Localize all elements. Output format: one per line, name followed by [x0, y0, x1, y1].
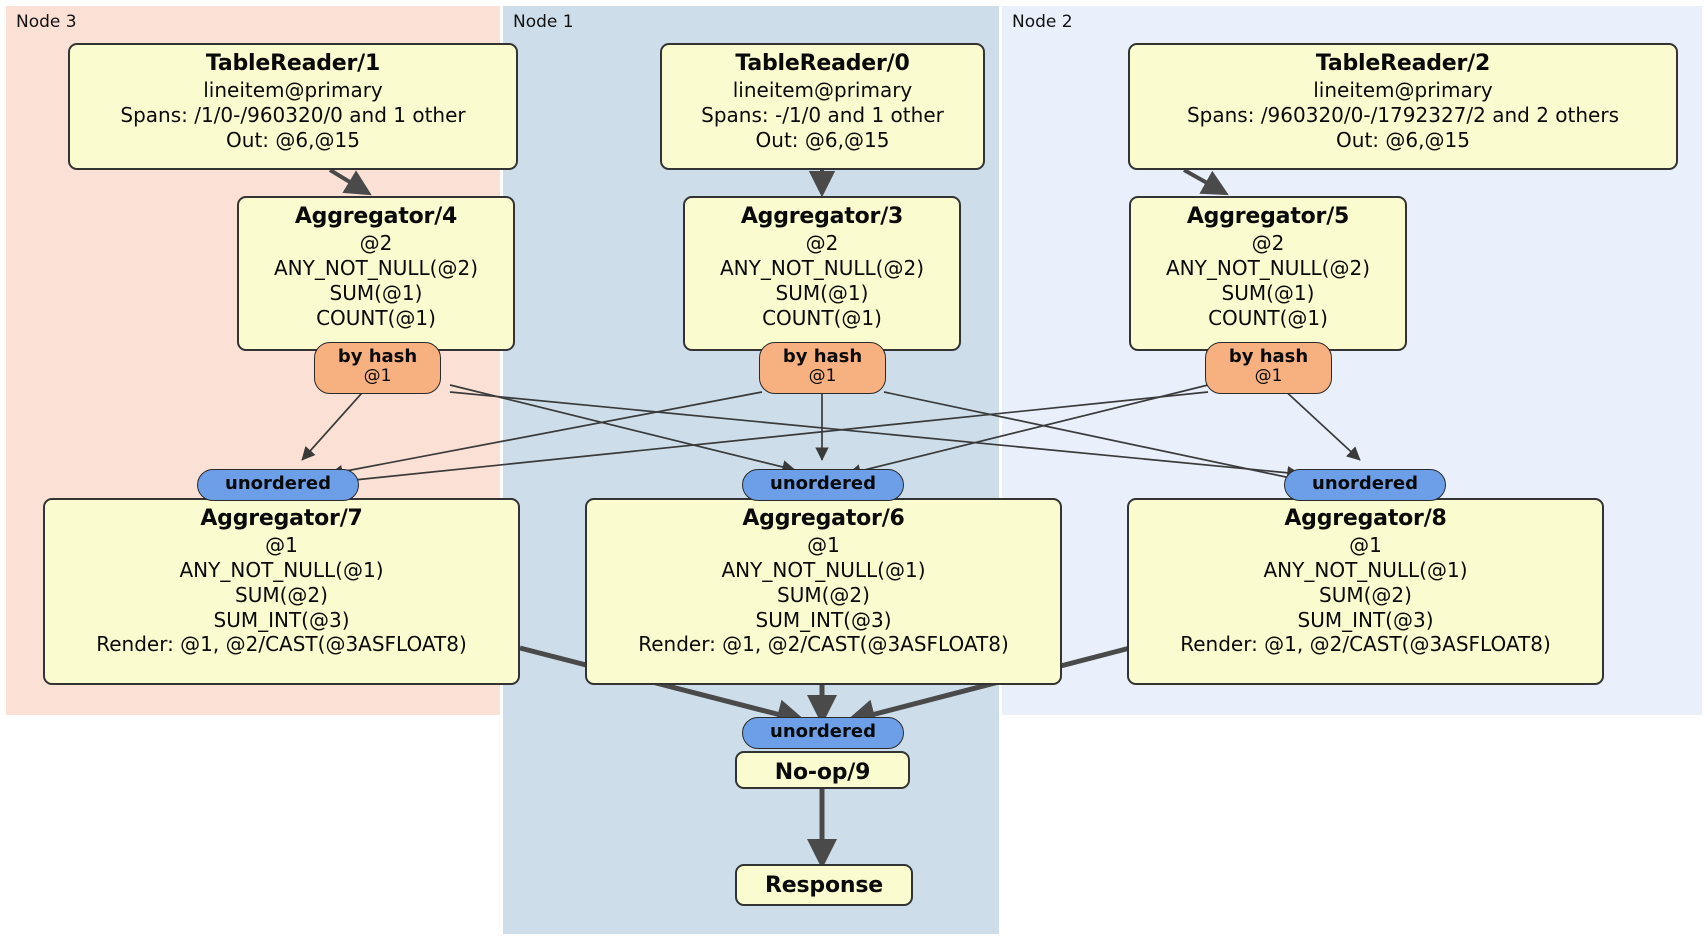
processor-tablereader-1[interactable]: TableReader/1 lineitem@primary Spans: /1… — [68, 43, 518, 170]
processor-no-op-9[interactable]: No-op/9 — [735, 751, 910, 789]
processor-aggregator-4[interactable]: Aggregator/4 @2 ANY_NOT_NULL(@2) SUM(@1)… — [237, 196, 515, 351]
processor-line: ANY_NOT_NULL(@2) — [1166, 255, 1370, 280]
processor-title: Aggregator/5 — [1186, 204, 1350, 229]
badge-title: by hash — [782, 346, 863, 367]
processor-line: @1 — [265, 533, 298, 558]
processor-line: SUM_INT(@3) — [755, 607, 892, 632]
input-sync-unordered-final[interactable]: unordered — [742, 717, 904, 749]
badge-subtitle: @1 — [1254, 365, 1283, 386]
processor-line: Out: @6,@15 — [1336, 127, 1470, 152]
panel-node-1-label: Node 1 — [513, 12, 574, 32]
processor-line: @2 — [359, 231, 393, 256]
processor-aggregator-6[interactable]: Aggregator/6 @1 ANY_NOT_NULL(@1) SUM(@2)… — [585, 498, 1062, 685]
processor-title: TableReader/1 — [205, 51, 381, 76]
processor-line: @2 — [805, 231, 839, 256]
badge-title: unordered — [225, 473, 331, 494]
processor-response[interactable]: Response — [735, 864, 913, 906]
processor-line: @1 — [1349, 533, 1382, 558]
processor-line: Render: @1, @2/CAST(@3ASFLOAT8) — [96, 632, 467, 657]
processor-line: SUM(@2) — [1319, 582, 1412, 607]
processor-line: @1 — [807, 533, 840, 558]
input-sync-unordered-left[interactable]: unordered — [197, 469, 359, 501]
output-router-by-hash-left[interactable]: by hash @1 — [314, 342, 441, 394]
badge-title: unordered — [1312, 473, 1418, 494]
processor-line: COUNT(@1) — [762, 305, 882, 330]
processor-title: Response — [765, 873, 883, 898]
processor-line: Render: @1, @2/CAST(@3ASFLOAT8) — [1180, 632, 1551, 657]
badge-title: by hash — [337, 346, 418, 367]
processor-line: COUNT(@1) — [316, 305, 436, 330]
processor-line: ANY_NOT_NULL(@2) — [274, 255, 478, 280]
processor-tablereader-2[interactable]: TableReader/2 lineitem@primary Spans: /9… — [1128, 43, 1678, 170]
processor-title: Aggregator/3 — [740, 204, 904, 229]
processor-aggregator-8[interactable]: Aggregator/8 @1 ANY_NOT_NULL(@1) SUM(@2)… — [1127, 498, 1604, 685]
badge-subtitle: @1 — [363, 365, 392, 386]
processor-title: Aggregator/7 — [200, 506, 363, 531]
processor-title: TableReader/2 — [1315, 51, 1491, 76]
input-sync-unordered-middle[interactable]: unordered — [742, 469, 904, 501]
processor-aggregator-5[interactable]: Aggregator/5 @2 ANY_NOT_NULL(@2) SUM(@1)… — [1129, 196, 1407, 351]
processor-line: lineitem@primary — [1313, 78, 1493, 103]
processor-title: Aggregator/8 — [1284, 506, 1447, 531]
processor-aggregator-3[interactable]: Aggregator/3 @2 ANY_NOT_NULL(@2) SUM(@1)… — [683, 196, 961, 351]
processor-line: ANY_NOT_NULL(@1) — [721, 557, 926, 582]
processor-line: SUM(@1) — [329, 280, 423, 305]
processor-line: Out: @6,@15 — [226, 127, 360, 152]
processor-tablereader-0[interactable]: TableReader/0 lineitem@primary Spans: -/… — [660, 43, 985, 170]
panel-node-3-label: Node 3 — [16, 12, 77, 32]
badge-title: unordered — [770, 721, 876, 742]
processor-line: ANY_NOT_NULL(@1) — [179, 557, 384, 582]
processor-line: Out: @6,@15 — [755, 127, 890, 152]
processor-line: ANY_NOT_NULL(@2) — [720, 255, 924, 280]
processor-line: SUM_INT(@3) — [213, 607, 350, 632]
processor-title: Aggregator/6 — [742, 506, 905, 531]
badge-title: unordered — [770, 473, 876, 494]
processor-line: SUM(@1) — [775, 280, 869, 305]
panel-node-2-label: Node 2 — [1012, 12, 1073, 32]
processor-line: Render: @1, @2/CAST(@3ASFLOAT8) — [638, 632, 1009, 657]
processor-aggregator-7[interactable]: Aggregator/7 @1 ANY_NOT_NULL(@1) SUM(@2)… — [43, 498, 520, 685]
badge-title: by hash — [1228, 346, 1309, 367]
processor-line: Spans: /1/0-/960320/0 and 1 other — [120, 102, 466, 127]
processor-line: SUM(@1) — [1221, 280, 1315, 305]
processor-line: lineitem@primary — [732, 78, 913, 103]
output-router-by-hash-right[interactable]: by hash @1 — [1205, 342, 1332, 394]
processor-line: @2 — [1251, 231, 1285, 256]
processor-line: ANY_NOT_NULL(@1) — [1263, 557, 1468, 582]
processor-line: COUNT(@1) — [1208, 305, 1328, 330]
processor-line: SUM_INT(@3) — [1297, 607, 1434, 632]
processor-line: lineitem@primary — [203, 78, 383, 103]
processor-line: SUM(@2) — [777, 582, 870, 607]
processor-title: No-op/9 — [774, 760, 871, 785]
processor-line: Spans: /960320/0-/1792327/2 and 2 others — [1186, 102, 1619, 127]
processor-line: SUM(@2) — [235, 582, 328, 607]
processor-line: Spans: -/1/0 and 1 other — [701, 102, 944, 127]
output-router-by-hash-middle[interactable]: by hash @1 — [759, 342, 886, 394]
processor-title: TableReader/0 — [735, 51, 910, 76]
processor-title: Aggregator/4 — [294, 204, 458, 229]
badge-subtitle: @1 — [808, 365, 837, 386]
input-sync-unordered-right[interactable]: unordered — [1284, 469, 1446, 501]
